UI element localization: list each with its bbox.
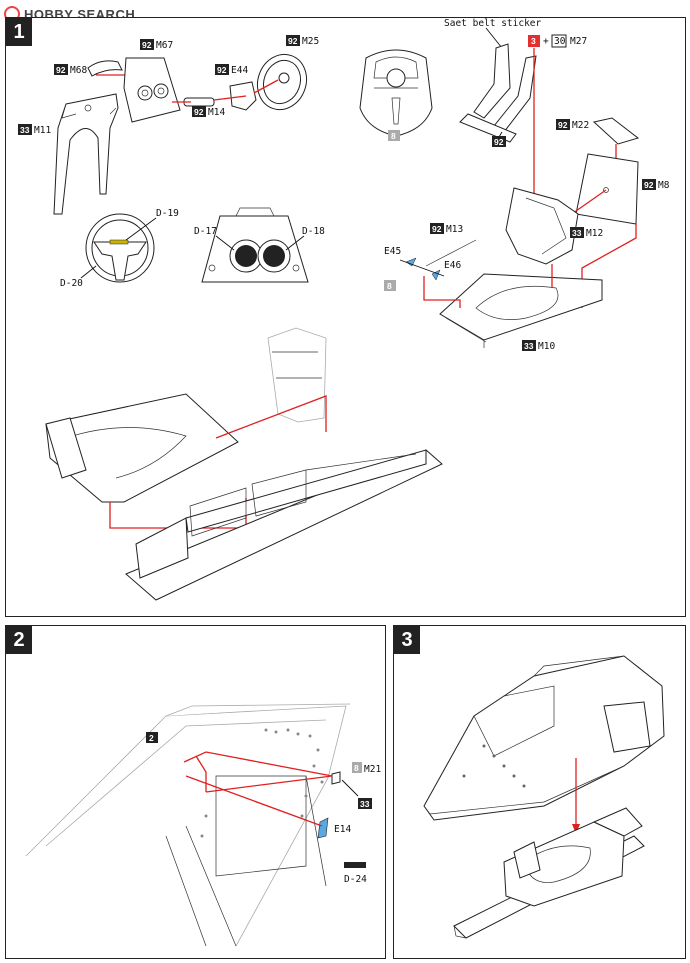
svg-text:33: 33 xyxy=(572,228,582,238)
lower-chassis-with-seat xyxy=(453,807,645,939)
part-e44-m14 xyxy=(172,81,257,111)
svg-text:Saet belt sticker: Saet belt sticker xyxy=(444,18,542,29)
svg-text:92: 92 xyxy=(558,120,568,130)
svg-text:92: 92 xyxy=(56,65,66,75)
step-1-panel: 1 xyxy=(5,17,686,617)
svg-text:8: 8 xyxy=(387,281,392,291)
step-2-panel: 2 2 8 M21 33 E14 xyxy=(5,625,386,959)
step-3-number: 3 xyxy=(394,626,420,654)
part-m67-dashboard xyxy=(123,57,181,123)
svg-text:M25: M25 xyxy=(302,36,319,47)
part-m21: 8 M21 33 xyxy=(331,762,381,809)
step-3-panel: 3 xyxy=(393,625,686,959)
svg-text:92: 92 xyxy=(288,36,298,46)
svg-text:M14: M14 xyxy=(208,107,225,118)
steering-wheel-detail: D-19 D-20 xyxy=(60,208,179,289)
upper-monocoque xyxy=(423,655,665,821)
svg-text:2: 2 xyxy=(149,733,154,743)
svg-text:33: 33 xyxy=(360,799,370,809)
svg-text:33: 33 xyxy=(524,341,534,351)
svg-text:33: 33 xyxy=(20,125,30,135)
part-m8-seat-back: 92 M8 xyxy=(565,153,670,308)
svg-text:M68: M68 xyxy=(70,65,87,76)
tag-92-m25: 92 M25 xyxy=(286,35,319,47)
tag-92-m68: 92 M68 xyxy=(54,64,87,76)
svg-text:M22: M22 xyxy=(572,120,589,131)
svg-text:3: 3 xyxy=(531,36,536,46)
svg-text:E14: E14 xyxy=(334,824,351,835)
tag-33-m11: 33 M11 xyxy=(18,124,51,136)
step-3-guide-line xyxy=(572,758,580,834)
svg-text:E44: E44 xyxy=(231,65,248,76)
svg-text:M8: M8 xyxy=(658,180,670,191)
step-2-number: 2 xyxy=(6,626,32,654)
part-m13-rod: 92 M13 E45 E46 8 xyxy=(384,223,477,308)
svg-text:E46: E46 xyxy=(444,260,461,271)
svg-text:M12: M12 xyxy=(586,228,603,239)
svg-text:M10: M10 xyxy=(538,341,555,352)
tag-92-e44: 92 E44 xyxy=(215,64,248,76)
svg-text:D-19: D-19 xyxy=(156,208,179,219)
svg-text:M67: M67 xyxy=(156,40,173,51)
svg-text:M21: M21 xyxy=(364,764,381,775)
tag-92-m67: 92 M67 xyxy=(140,39,173,51)
tag-92-m14: 92 M14 xyxy=(192,106,225,118)
svg-text:D-24: D-24 xyxy=(344,874,367,885)
chassis-side-view xyxy=(25,703,351,947)
svg-text:92: 92 xyxy=(142,40,152,50)
svg-text:92: 92 xyxy=(494,137,504,147)
tag-2: 2 xyxy=(146,732,158,743)
svg-text:92: 92 xyxy=(644,180,654,190)
svg-text:8: 8 xyxy=(354,763,359,773)
svg-text:D-17: D-17 xyxy=(194,226,217,237)
part-m22: 92 M22 xyxy=(556,117,640,158)
lower-assembly xyxy=(45,327,443,601)
step-2-guide-lines xyxy=(183,751,333,827)
part-m12-seat: 33 M12 xyxy=(505,187,603,265)
svg-text:92: 92 xyxy=(194,107,204,117)
svg-text:92: 92 xyxy=(217,65,227,75)
svg-text:D-18: D-18 xyxy=(302,226,325,237)
svg-text:30: 30 xyxy=(554,36,566,47)
svg-text:M27: M27 xyxy=(570,36,587,47)
step-2-diagram: 2 8 M21 33 E14 D-24 xyxy=(25,703,381,947)
svg-text:92: 92 xyxy=(432,224,442,234)
svg-text:+: + xyxy=(543,36,549,47)
step-1-number: 1 xyxy=(6,18,32,46)
svg-text:M11: M11 xyxy=(34,125,51,136)
svg-text:E45: E45 xyxy=(384,246,401,257)
dashboard-detail: D-17 D-18 xyxy=(194,207,325,283)
step-3-diagram xyxy=(423,655,665,939)
part-m25-steering-wheel xyxy=(253,53,308,111)
seat-top-view: 8 xyxy=(359,49,433,141)
seat-belt-sticker: Saet belt sticker 92 xyxy=(444,18,542,147)
svg-text:D-20: D-20 xyxy=(60,278,83,289)
part-m11-frame xyxy=(53,93,119,215)
svg-text:M13: M13 xyxy=(446,224,463,235)
part-m10-tub: 33 M10 xyxy=(439,264,603,352)
part-e14-d24: E14 D-24 xyxy=(317,817,367,885)
svg-text:8: 8 xyxy=(391,131,396,141)
